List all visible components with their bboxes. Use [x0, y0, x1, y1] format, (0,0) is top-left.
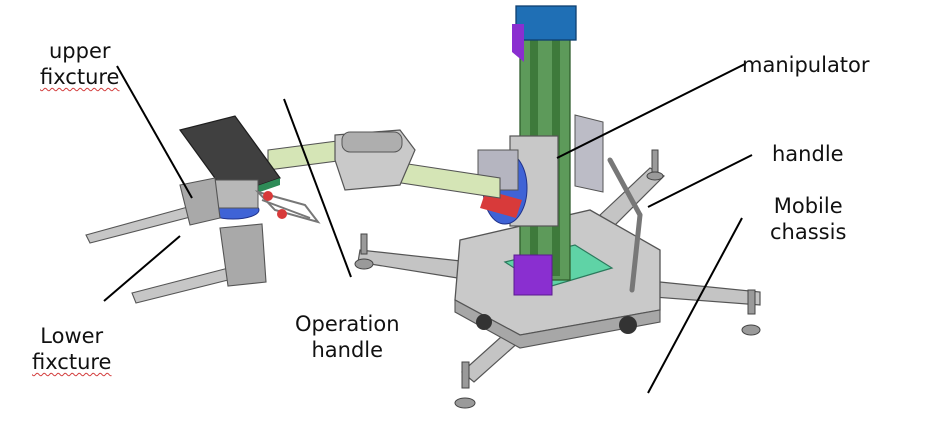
leg-back-left [357, 249, 471, 281]
label-operation-handle-line1: Operation [295, 312, 400, 336]
leader-upper-fixture [116, 65, 193, 199]
label-upper-fixture-line1: upper [48, 39, 111, 63]
lower-fixture-arm [131, 223, 267, 304]
label-mobile-chassis-line1: Mobile [773, 194, 843, 218]
label-upper-fixture-line2: fixcture [40, 65, 120, 89]
leader-manipulator [556, 63, 746, 159]
leader-lines [103, 63, 753, 394]
label-mobile-chassis-line2: chassis [770, 220, 847, 244]
caster-wheel [619, 316, 637, 334]
leveling-feet [354, 149, 761, 409]
column-top-cap [515, 5, 577, 41]
leader-handle [647, 154, 753, 208]
label-lower-fixture: Lower fixcture [32, 323, 111, 375]
leader-operation-handle [283, 98, 352, 278]
end-effector [85, 115, 321, 304]
leader-mobile-chassis [647, 217, 743, 394]
top-bracket [512, 24, 524, 62]
label-manipulator: manipulator [742, 52, 870, 78]
label-handle: handle [772, 141, 844, 167]
label-handle-line1: handle [772, 142, 844, 166]
lower-bracket [513, 254, 553, 296]
label-upper-fixture: upper fixcture [40, 38, 119, 90]
leader-lower-fixture [103, 235, 181, 302]
label-operation-handle: Operation handle [295, 311, 400, 363]
label-mobile-chassis: Mobile chassis [770, 193, 846, 245]
label-operation-handle-line2: handle [311, 338, 384, 362]
label-lower-fixture-line1: Lower [40, 324, 104, 348]
lift-column [509, 5, 577, 296]
horizontal-arm [267, 129, 501, 199]
label-manipulator-line1: manipulator [742, 53, 870, 77]
label-lower-fixture-line2: fixcture [32, 350, 112, 374]
fixture-linkage [254, 190, 321, 224]
side-box [574, 114, 604, 193]
upper-fixture-arm [85, 177, 221, 244]
chassis-handle [607, 157, 643, 293]
